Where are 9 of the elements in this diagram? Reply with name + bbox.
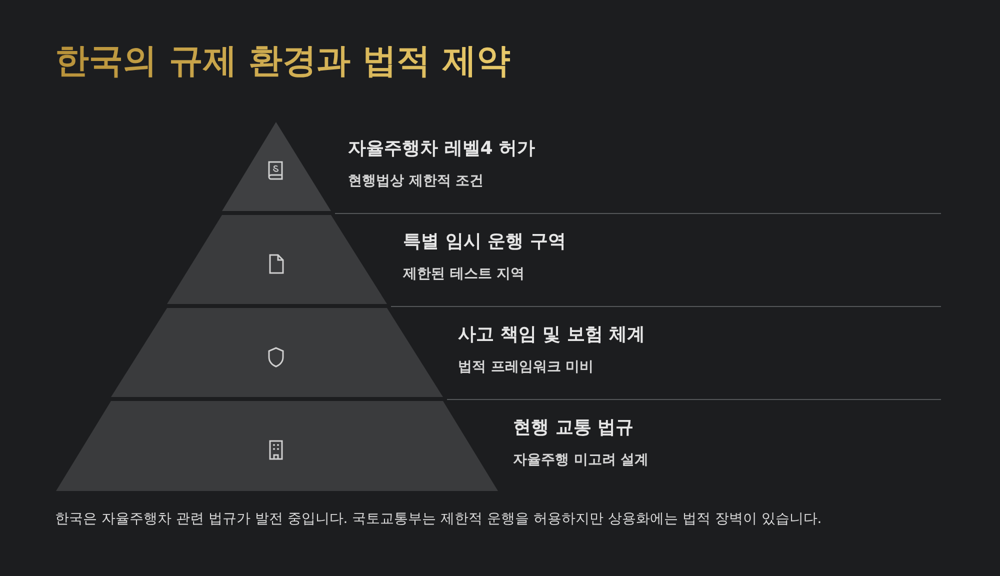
- layer-heading: 특별 임시 운행 구역: [403, 230, 566, 253]
- layer-description: 제한된 테스트 지역: [403, 265, 525, 283]
- layer-description: 자율주행 미고려 설계: [513, 451, 649, 469]
- layer-heading: 사고 책임 및 보험 체계: [458, 323, 646, 346]
- layer-heading: 현행 교통 법규: [513, 416, 634, 439]
- layer-description: 법적 프레임워크 미비: [458, 358, 594, 376]
- layer-heading: 자율주행차 레벨4 허가: [348, 137, 536, 160]
- layer-description: 현행법상 제한적 조건: [348, 172, 484, 190]
- caption: 한국은 자율주행차 관련 법규가 발전 중입니다. 국토교통부는 제한적 운행을 허용하지만 상용화에는 법적 장벽이 있습니다.: [55, 510, 822, 528]
